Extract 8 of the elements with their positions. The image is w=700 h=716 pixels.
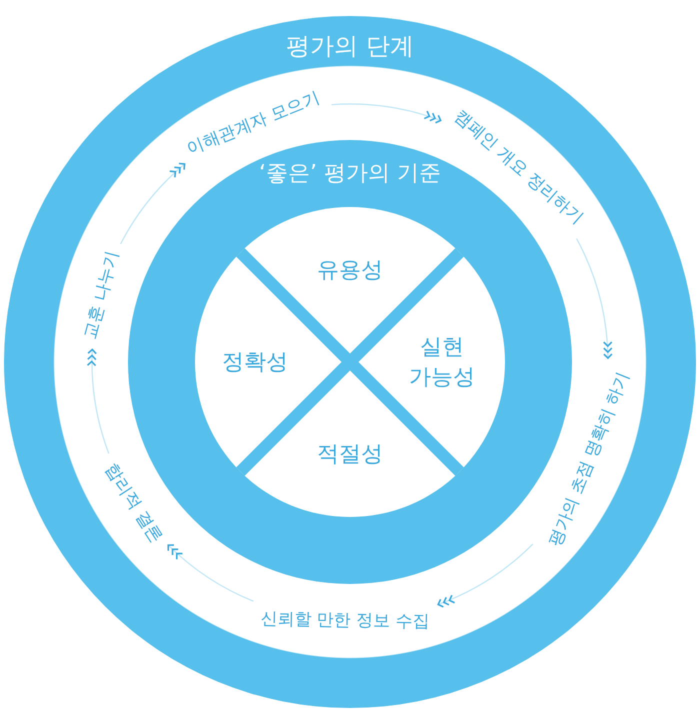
ring-title: 평가의 단계 bbox=[286, 31, 414, 62]
quadrant-label: 실현 가능성 bbox=[402, 332, 482, 392]
ring-title: ‘좋은’ 평가의 기준 bbox=[259, 160, 441, 188]
quadrant-label: 적절성 bbox=[317, 439, 383, 469]
quadrant-label: 유용성 bbox=[317, 255, 383, 285]
quadrant-label: 정확성 bbox=[222, 347, 288, 377]
step-label: 신뢰할 만한 정보 수집 bbox=[260, 606, 430, 633]
step-label: 교훈 나누기 bbox=[78, 248, 124, 342]
